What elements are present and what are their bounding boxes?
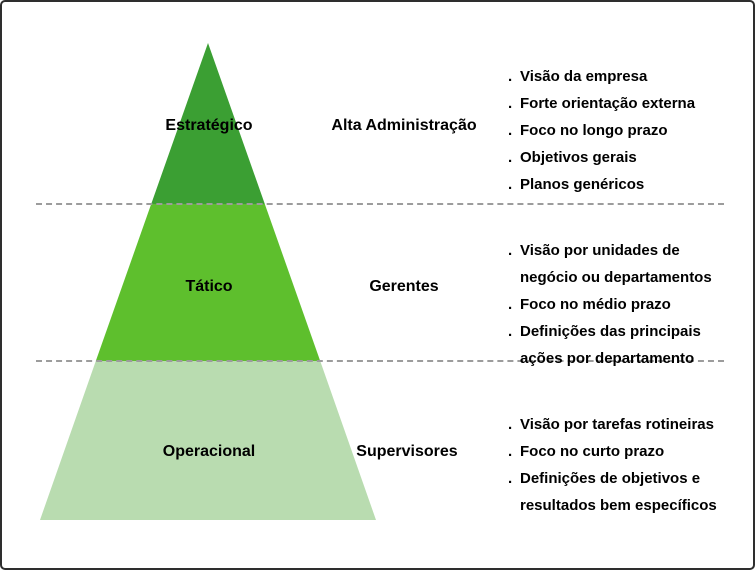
- bullet-text: Definições de objetivos e resultados bem…: [520, 470, 717, 514]
- bullet-text: Visão por tarefas rotineiras: [520, 416, 714, 433]
- bullet-text: Definições das principais ações por depa…: [520, 323, 701, 367]
- role-label-alta-administracao: Alta Administração: [331, 117, 477, 134]
- bullet-dot: .: [508, 443, 513, 460]
- bullet-text: Foco no curto prazo: [520, 443, 665, 460]
- bullet-text: Foco no longo prazo: [520, 122, 668, 139]
- list-item: . Definições das principais ações por de…: [508, 318, 736, 372]
- list-item: . Objetivos gerais: [508, 144, 736, 171]
- list-item: . Foco no médio prazo: [508, 291, 736, 318]
- bullet-text: Visão da empresa: [520, 68, 648, 85]
- list-item: . Planos genéricos: [508, 171, 736, 198]
- bullet-list-operacional: . Visão por tarefas rotineiras . Foco no…: [508, 411, 736, 519]
- list-item: . Foco no longo prazo: [508, 117, 736, 144]
- bullet-text: Objetivos gerais: [520, 149, 637, 166]
- list-item: . Definições de objetivos e resultados b…: [508, 465, 736, 519]
- pyramid-bottom-segment: [40, 361, 376, 520]
- level-label-estrategico: Estratégico: [165, 117, 253, 134]
- separator-line-strategic-tactical: [36, 203, 724, 205]
- bullet-text: Foco no médio prazo: [520, 296, 671, 313]
- list-item: . Visão por unidades de negócio ou depar…: [508, 237, 736, 291]
- bullet-list-tatico: . Visão por unidades de negócio ou depar…: [508, 237, 736, 372]
- bullet-dot: .: [508, 416, 513, 433]
- bullet-text: Forte orientação externa: [520, 95, 696, 112]
- pyramid-middle-segment: [95, 204, 321, 361]
- bullet-dot: .: [508, 149, 513, 166]
- level-label-tatico: Tático: [185, 278, 233, 295]
- pyramid-top-segment: [151, 43, 265, 204]
- list-item: . Visão por tarefas rotineiras: [508, 411, 736, 438]
- level-label-operacional: Operacional: [162, 443, 256, 460]
- bullet-text: Planos genéricos: [520, 176, 645, 193]
- bullet-text: Visão por unidades de negócio ou departa…: [520, 242, 712, 286]
- bullet-dot: .: [508, 122, 513, 139]
- list-item: . Forte orientação externa: [508, 90, 736, 117]
- bullet-dot: .: [508, 470, 513, 487]
- bullet-dot: .: [508, 68, 513, 85]
- bullet-list-estrategico: . Visão da empresa . Forte orientação ex…: [508, 63, 736, 198]
- bullet-dot: .: [508, 296, 513, 313]
- bullet-dot: .: [508, 323, 513, 340]
- bullet-dot: .: [508, 242, 513, 259]
- list-item: . Foco no curto prazo: [508, 438, 736, 465]
- role-label-gerentes: Gerentes: [369, 278, 439, 295]
- bullet-dot: .: [508, 176, 513, 193]
- bullet-dot: .: [508, 95, 513, 112]
- role-label-supervisores: Supervisores: [356, 443, 458, 460]
- separator-line-tactical-operational: [36, 360, 724, 362]
- list-item: . Visão da empresa: [508, 63, 736, 90]
